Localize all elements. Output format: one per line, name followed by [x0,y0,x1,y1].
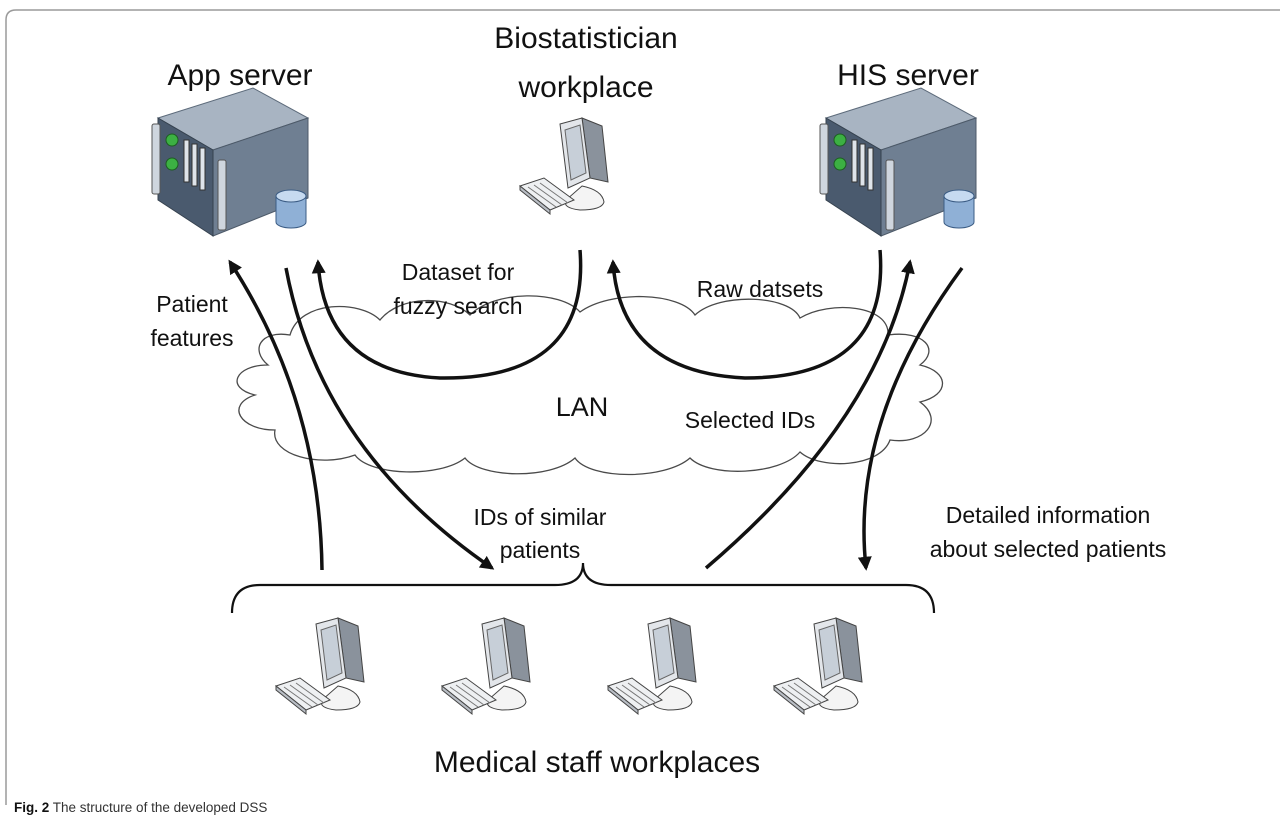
arrow-patient-features [228,259,324,571]
lan-label: LAN [556,392,609,422]
his-server-icon [819,87,977,237]
arrow-dataset-fuzzy-search [311,249,583,380]
medical-workstation-4-icon [773,617,863,715]
biostatistician-title-line1: Biostatistician [494,22,677,55]
workplaces-brace [230,562,936,614]
arrow-ids-of-similar-patients [284,267,495,570]
label-patient-features-line2: features [150,325,233,351]
his-server-title: HIS server [837,59,979,92]
label-raw-datasets: Raw datsets [697,276,824,302]
label-dataset-line1: Dataset for [402,259,515,285]
medical-staff-title: Medical staff workplaces [434,746,760,779]
medical-workstation-1-icon [275,617,365,715]
label-patient-features-line1: Patient [156,291,228,317]
label-selected-ids: Selected IDs [685,407,815,433]
lan-cloud [236,295,944,476]
label-detailed-line2: about selected patients [930,536,1167,562]
figure-caption: Fig. 2 The structure of the developed DS… [14,800,267,815]
figure-caption-text: The structure of the developed DSS [52,800,268,815]
label-dataset-line2: fuzzy search [393,293,522,319]
medical-workstation-2-icon [441,617,531,715]
figure-caption-label: Fig. 2 [14,800,50,815]
arrow-raw-datasets [606,249,883,380]
label-ids-similar-line2: patients [500,537,581,563]
label-detailed-line1: Detailed information [946,502,1151,528]
arrow-detailed-information [857,266,964,571]
arrow-selected-ids [704,259,915,570]
biostatistician-title-line2: workplace [517,71,653,104]
app-server-title: App server [167,59,312,92]
app-server-icon [151,87,309,237]
label-ids-similar-line1: IDs of similar [474,504,607,530]
biostatistician-workstation-icon [519,117,609,215]
medical-workstation-3-icon [607,617,697,715]
